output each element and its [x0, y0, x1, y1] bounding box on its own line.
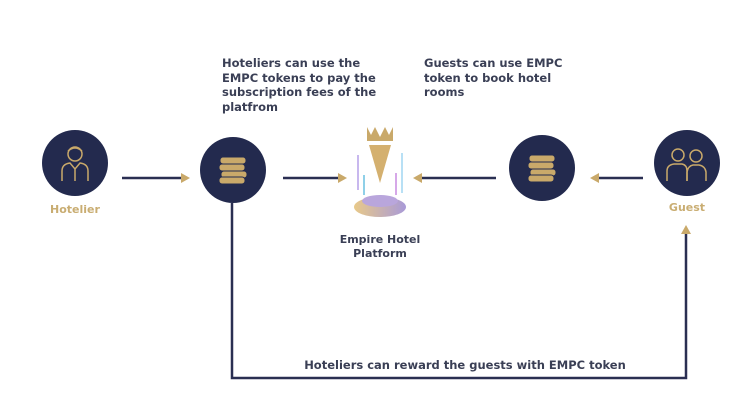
subscription-note: Hoteliers can use the EMPC tokens to pay… — [222, 56, 377, 114]
platform-label: Empire Hotel Platform — [339, 233, 421, 260]
hotelier-node — [42, 130, 108, 196]
arrowhead-right — [338, 173, 347, 183]
arrowhead-right — [181, 173, 190, 183]
arrowhead-up — [681, 225, 691, 234]
platform-logo-icon — [354, 127, 406, 217]
guest-node — [654, 130, 720, 196]
coins-icon — [527, 154, 557, 183]
guest-label: Guest — [668, 201, 706, 214]
guests-icon — [666, 148, 707, 181]
hotelier-icon — [61, 146, 89, 181]
arrowhead-left — [413, 173, 422, 183]
booking-note: Guests can use EMPC token to book hotel … — [424, 56, 563, 99]
arrowhead-left — [590, 173, 599, 183]
coins-node-guest — [509, 135, 575, 201]
reward-path — [230, 203, 688, 380]
platform-logo — [345, 125, 415, 225]
reward-note: Hoteliers can reward the guests with EMP… — [304, 358, 626, 372]
hotelier-label: Hotelier — [50, 203, 100, 216]
coins-node-hotelier — [200, 137, 266, 203]
coins-icon — [218, 156, 248, 185]
